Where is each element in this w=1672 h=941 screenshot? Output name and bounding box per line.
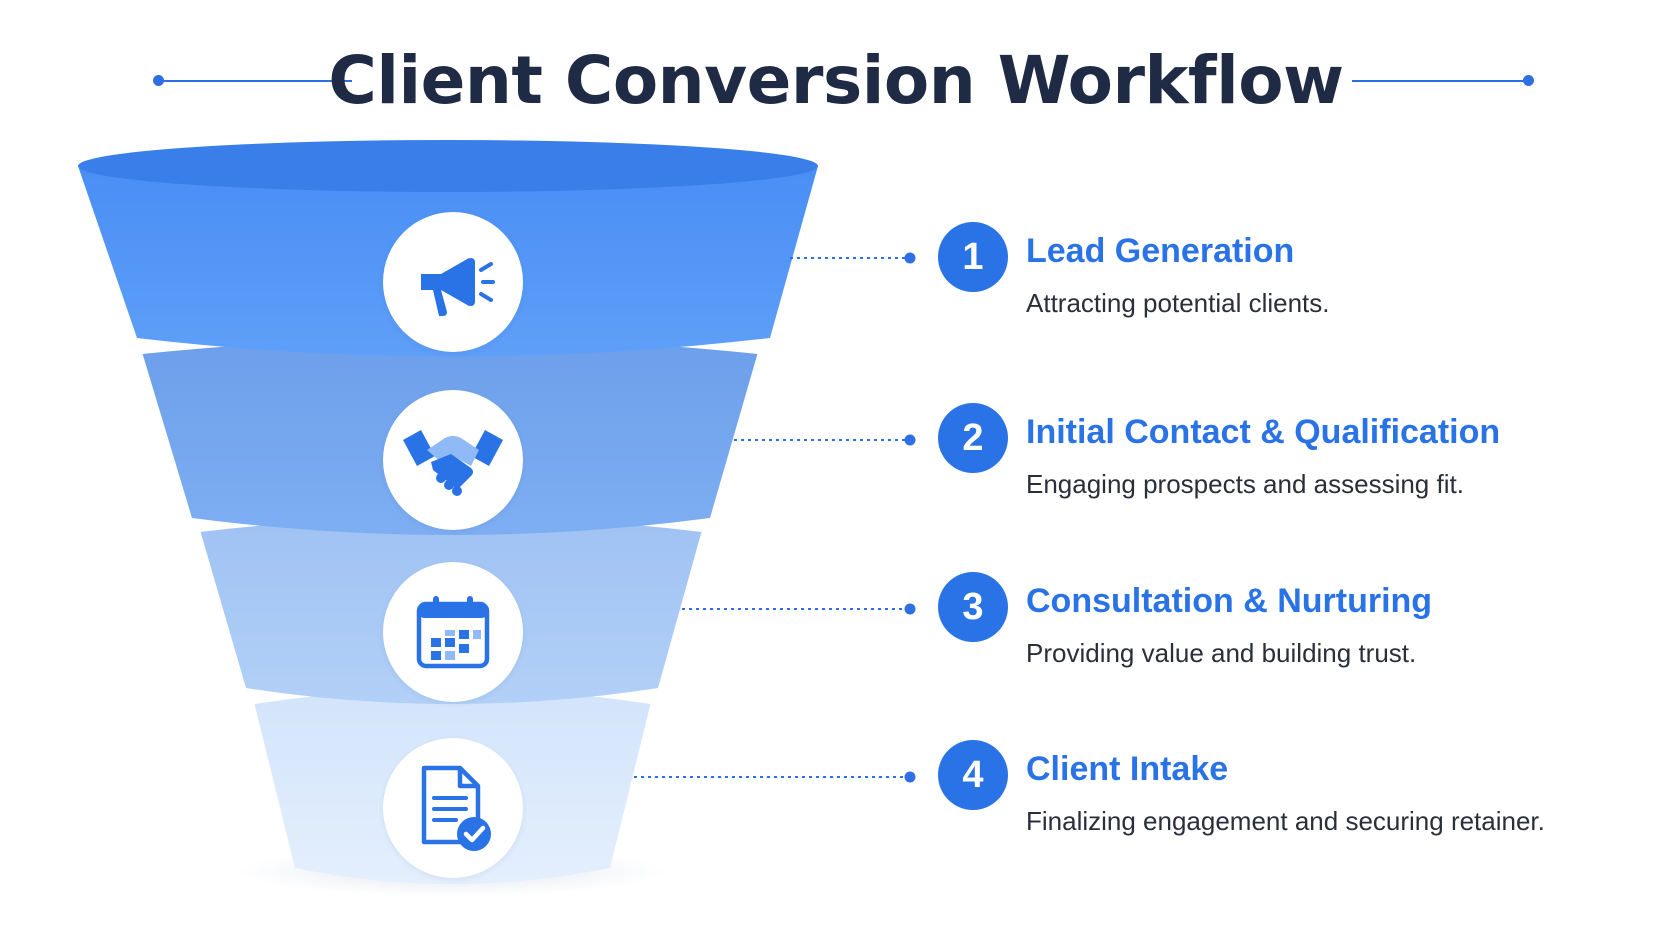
step-description: Attracting potential clients.: [1026, 288, 1330, 318]
tier-4-icon-circle: [383, 738, 523, 878]
tier-1-icon-circle: [383, 212, 523, 352]
title-right-dot: [1523, 75, 1534, 86]
document-check-icon: [421, 765, 491, 851]
step-title: Client Intake: [1026, 750, 1229, 788]
tier-3-icon-circle: [383, 562, 523, 702]
step-title: Initial Contact & Qualification: [1026, 413, 1501, 451]
step-number-badge: 2: [938, 403, 1008, 473]
title-left-line: [158, 80, 352, 82]
calendar-icon: [416, 596, 490, 669]
step-title: Consultation & Nurturing: [1026, 582, 1433, 620]
step-number-badge: 4: [938, 740, 1008, 810]
connector-3-dot: [904, 603, 916, 615]
step-number-badge: 3: [938, 572, 1008, 642]
step-2: 2 Initial Contact & Qualification Engagi…: [938, 403, 1658, 513]
handshake-icon: [403, 430, 503, 496]
funnel-top-opening: [78, 140, 818, 192]
title-right-line: [1352, 80, 1528, 82]
megaphone-icon: [421, 258, 495, 316]
title-bar: Client Conversion Workflow: [0, 36, 1672, 126]
step-description: Providing value and building trust.: [1026, 638, 1417, 668]
step-title: Lead Generation: [1026, 232, 1295, 270]
step-4: 4 Client Intake Finalizing engagement an…: [938, 740, 1658, 850]
step-1: 1 Lead Generation Attracting potential c…: [938, 222, 1658, 332]
step-description: Finalizing engagement and securing retai…: [1026, 806, 1545, 836]
step-3: 3 Consultation & Nurturing Providing val…: [938, 572, 1658, 682]
step-description: Engaging prospects and assessing fit.: [1026, 469, 1464, 499]
tier-2-icon-circle: [383, 390, 523, 530]
page-title: Client Conversion Workflow: [328, 42, 1344, 119]
connector-2-dot: [904, 434, 916, 446]
connector-4-dot: [904, 771, 916, 783]
step-number-badge: 1: [938, 222, 1008, 292]
connector-1-dot: [904, 252, 916, 264]
